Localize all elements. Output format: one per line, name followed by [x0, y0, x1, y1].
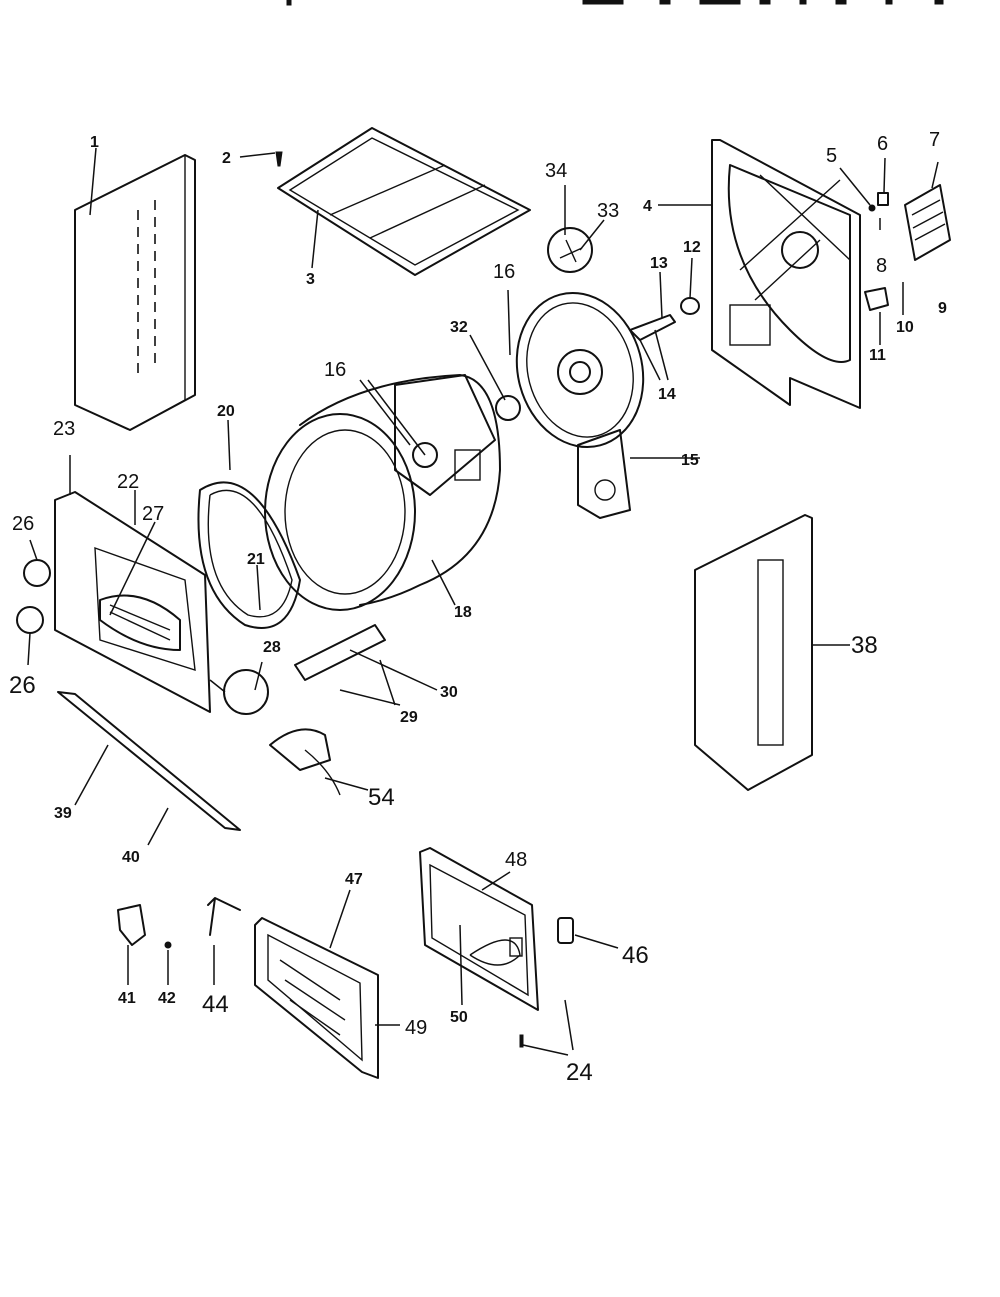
callout-26-bottom: 26 — [9, 672, 36, 699]
callout-18: 18 — [454, 604, 472, 621]
side-panel-right — [694, 514, 850, 791]
thermostat-part — [209, 661, 269, 715]
callout-21: 21 — [247, 551, 265, 568]
callout-39: 39 — [54, 805, 72, 822]
callout-40: 40 — [122, 849, 140, 866]
small-fasteners-right — [839, 157, 951, 345]
callout-24: 24 — [566, 1059, 593, 1086]
drum-seal-ring — [197, 419, 301, 629]
drive-shaft-parts — [629, 257, 700, 381]
callout-23: 23 — [53, 418, 75, 440]
callout-22: 22 — [117, 471, 139, 493]
door-outer — [254, 889, 400, 1079]
callout-49: 49 — [405, 1017, 427, 1039]
side-panel-left — [74, 147, 196, 431]
wire-harness — [269, 728, 369, 796]
door-switch-parts — [16, 539, 51, 666]
callout-9: 9 — [938, 300, 947, 317]
callout-48: 48 — [505, 849, 527, 871]
callout-16-drum: 16 — [324, 359, 346, 381]
callout-4: 4 — [643, 198, 652, 215]
callout-50: 50 — [450, 1009, 468, 1026]
callout-44: 44 — [202, 991, 229, 1018]
callout-26-top: 26 — [12, 513, 34, 535]
callout-16-top: 16 — [493, 261, 515, 283]
callout-10: 10 — [896, 319, 914, 336]
kick-panel-strip — [57, 691, 241, 846]
callout-30: 30 — [440, 684, 458, 701]
callout-27: 27 — [142, 503, 164, 525]
callout-11: 11 — [869, 347, 886, 364]
rear-bulkhead — [507, 289, 700, 519]
callout-47: 47 — [345, 871, 363, 888]
callout-13: 13 — [650, 255, 668, 272]
callout-38: 38 — [851, 632, 878, 659]
callout-32: 32 — [450, 319, 468, 336]
door-inner — [419, 847, 539, 1011]
callout-41: 41 — [118, 990, 136, 1007]
door-screws — [519, 999, 574, 1056]
callout-12: 12 — [683, 239, 701, 256]
callout-28: 28 — [263, 639, 281, 656]
top-header-fragments — [286, 0, 944, 6]
callout-34: 34 — [545, 160, 567, 182]
callout-3: 3 — [306, 271, 315, 288]
rear-panel — [658, 139, 861, 409]
callout-8: 8 — [876, 255, 887, 277]
hinge-parts — [117, 897, 241, 985]
callout-14: 14 — [658, 386, 676, 403]
callout-20: 20 — [217, 403, 235, 420]
callout-15: 15 — [681, 452, 699, 469]
idler-and-belt-parts — [469, 185, 605, 421]
heater-bracket — [294, 624, 438, 706]
callout-54: 54 — [368, 784, 395, 811]
callout-46: 46 — [622, 942, 649, 969]
callout-2: 2 — [222, 150, 231, 167]
dryer-drum — [264, 374, 501, 611]
callout-1: 1 — [90, 134, 99, 151]
callout-labels: 1 2 3 4 5 6 7 8 9 10 11 12 13 14 15 16 1… — [9, 129, 947, 1086]
front-panel — [54, 455, 211, 713]
callout-5: 5 — [826, 145, 837, 167]
door-catch — [557, 917, 619, 949]
callout-6: 6 — [877, 133, 888, 155]
callout-7: 7 — [929, 129, 940, 151]
callout-42: 42 — [158, 990, 176, 1007]
callout-29: 29 — [400, 709, 418, 726]
callout-33: 33 — [597, 200, 619, 222]
top-panel — [239, 127, 531, 276]
